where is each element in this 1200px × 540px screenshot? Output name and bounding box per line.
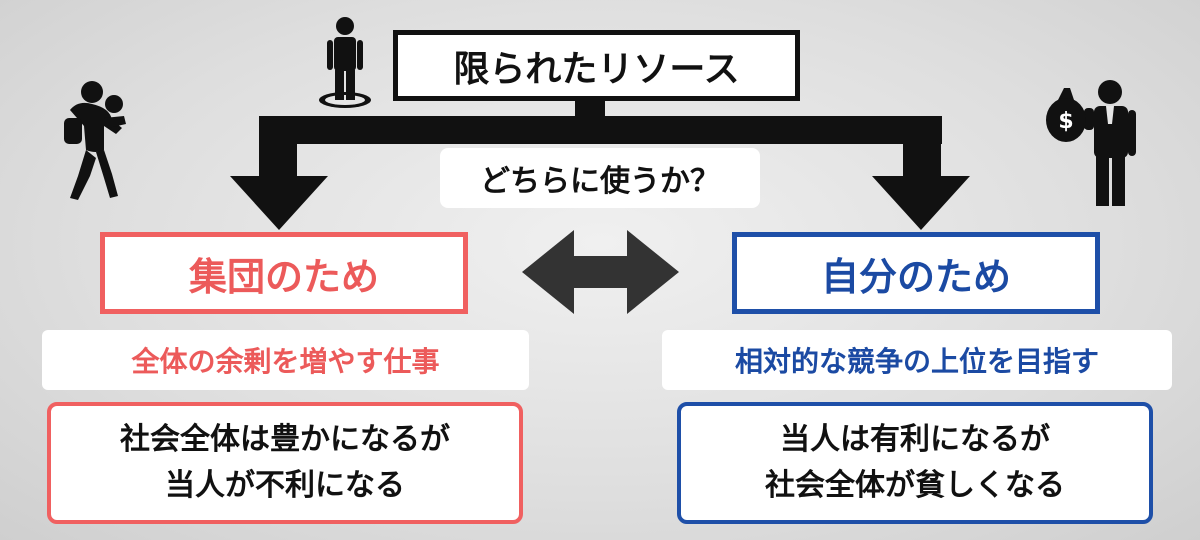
- left-subheading: 全体の余剰を増やす仕事: [131, 345, 440, 378]
- title-text: 限られたリソース: [453, 48, 740, 90]
- double-arrow-icon: [522, 230, 679, 314]
- left-description-line-1: 社会全体は豊かになるが: [120, 422, 450, 457]
- right-description-box: 当人は有利になるが 社会全体が貧しくなる: [677, 402, 1153, 524]
- left-description-box: 社会全体は豊かになるが 当人が不利になる: [47, 402, 523, 524]
- question-box: どちらに使うか？: [440, 148, 760, 208]
- right-subheading-box: 相対的な競争の上位を目指す: [662, 330, 1172, 390]
- right-heading: 自分のため: [820, 254, 1011, 299]
- left-subheading-box: 全体の余剰を増やす仕事: [42, 330, 529, 390]
- left-description-line-2: 当人が不利になる: [165, 468, 405, 503]
- question-text: どちらに使うか？: [480, 164, 720, 199]
- title-box: 限られたリソース: [393, 30, 800, 101]
- standing-person-icon: [319, 17, 371, 108]
- person-carrying-person-icon: [64, 81, 126, 200]
- right-heading-box: 自分のため: [732, 232, 1100, 314]
- right-description-line-1: 当人は有利になるが: [780, 422, 1050, 457]
- businessman-with-money-bag-icon: $: [1046, 80, 1136, 206]
- right-description-line-2: 社会全体が貧しくなる: [765, 468, 1065, 503]
- left-heading-box: 集団のため: [100, 232, 468, 314]
- right-subheading: 相対的な競争の上位を目指す: [734, 345, 1099, 378]
- svg-text:$: $: [1058, 109, 1073, 134]
- branch-arrow: [230, 100, 970, 230]
- left-heading: 集団のため: [188, 254, 379, 299]
